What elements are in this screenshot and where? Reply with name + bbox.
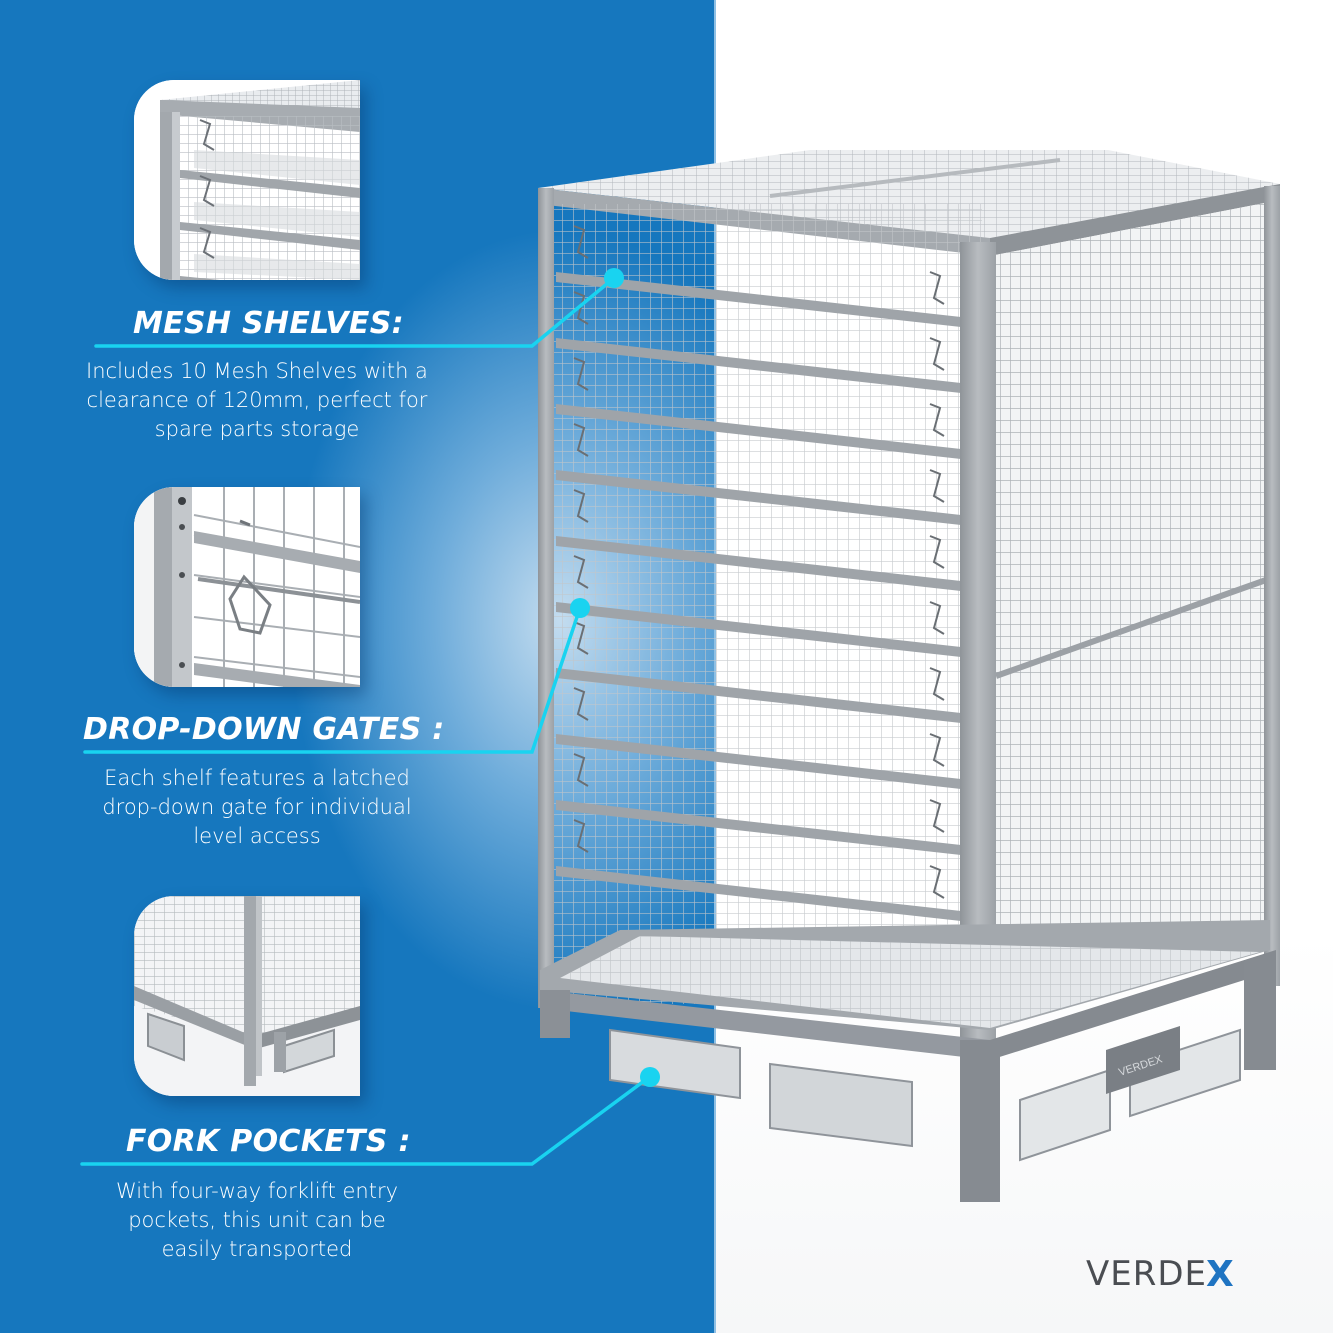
description-line: Includes 10 Mesh Shelves with a [86, 359, 428, 383]
verdex-logo: VERDE X [1086, 1253, 1234, 1295]
drop-down-gate-closeup-image [134, 487, 360, 687]
inset-mesh-shelves [134, 80, 360, 280]
description-line: clearance of 120mm, perfect for [86, 388, 428, 412]
description-line: level access [193, 824, 321, 848]
logo-x-mark: X [1206, 1253, 1234, 1295]
description-line: With four-way forklift entry [115, 1179, 399, 1203]
description-line: Each shelf features a latched [104, 766, 410, 790]
logo-wordmark: VERDE [1086, 1254, 1208, 1294]
inset-drop-down-gates [134, 487, 360, 687]
feature-description-fork-pockets: With four-way forklift entry pockets, th… [47, 1177, 467, 1264]
inset-fork-pockets [134, 896, 360, 1096]
description-line: spare parts storage [154, 417, 360, 441]
mesh-shelves-closeup-image [134, 80, 360, 280]
description-line: pockets, this unit can be [128, 1208, 386, 1232]
feature-description-drop-down-gates: Each shelf features a latched drop-down … [47, 764, 467, 851]
feature-description-mesh-shelves: Includes 10 Mesh Shelves with a clearanc… [47, 357, 467, 444]
fork-pockets-closeup-image [134, 896, 360, 1096]
feature-title-mesh-shelves: MESH SHELVES: [133, 306, 404, 341]
description-line: easily transported [161, 1237, 353, 1261]
description-line: drop-down gate for individual [102, 795, 412, 819]
feature-title-fork-pockets: FORK POCKETS : [126, 1124, 411, 1159]
feature-title-drop-down-gates: DROP-DOWN GATES : [83, 712, 445, 747]
product-cage-image: VERDEX [538, 150, 1280, 1202]
